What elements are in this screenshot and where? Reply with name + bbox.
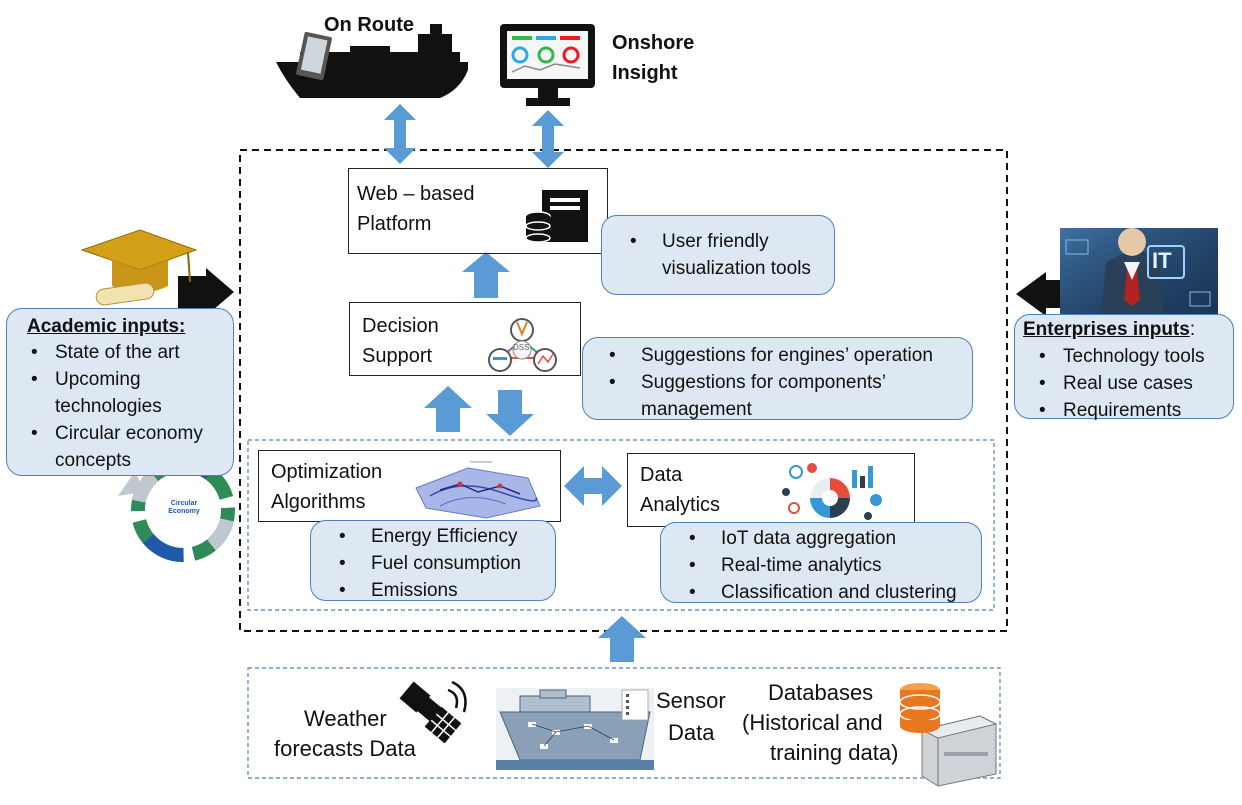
- academic-item-2: Upcoming technologies: [31, 366, 205, 420]
- db-line1: Databases: [768, 680, 874, 705]
- arrow-decision-to-web: [462, 252, 510, 298]
- optimization-box: Optimization Algorithms: [258, 450, 561, 522]
- circular-economy-label: Circular Economy: [168, 500, 200, 515]
- onshore-label-line2: Insight: [612, 62, 678, 84]
- optimization-line1: Optimization: [271, 461, 383, 483]
- arrow-down-from-decision: [486, 390, 534, 436]
- enterprise-item-2: Real use cases: [1039, 370, 1227, 397]
- analytics-bubble-item-3: Classification and clustering: [689, 579, 971, 606]
- analytics-infographic-icon: [782, 463, 882, 520]
- decision-bubble-item-1: Suggestions for engines’ operation: [609, 342, 962, 369]
- it-badge: IT: [1152, 248, 1172, 273]
- database-server-icon: [899, 683, 998, 787]
- db-line3: training data): [770, 740, 899, 765]
- it-businessman-image: [1060, 228, 1218, 324]
- dss-icon-text: DSS: [513, 343, 530, 352]
- decision-line2: Support: [362, 345, 433, 367]
- graduation-cap-icon: [80, 229, 198, 306]
- analytics-line2: Analytics: [640, 494, 721, 516]
- web-platform-box: Web – based Platform: [348, 168, 608, 254]
- enterprises-inputs-bubble: Enterprises inputs: Technology tools Rea…: [1014, 314, 1234, 424]
- analytics-bubble: IoT data aggregation Real-time analytics…: [660, 522, 982, 606]
- decision-bubble-item-2: Suggestions for components’ management: [609, 369, 941, 423]
- decision-bubble: Suggestions for engines’ operation Sugge…: [582, 337, 973, 420]
- web-bubble-item: User friendly visualization tools: [630, 228, 824, 282]
- arrow-academic-in: [178, 268, 234, 316]
- enterprise-item-1: Technology tools: [1039, 343, 1227, 370]
- academic-inputs-bubble: Academic inputs: State of the art Upcomi…: [6, 308, 234, 476]
- weather-line2: forecasts Data: [274, 736, 416, 761]
- optimization-bubble: Energy Efficiency Fuel consumption Emiss…: [310, 520, 556, 604]
- web-platform-bubble: User friendly visualization tools: [601, 215, 835, 295]
- sensor-ship-schematic: [496, 688, 654, 770]
- academic-item-1: State of the art: [31, 339, 225, 366]
- satellite-icon: [399, 680, 467, 744]
- arrow-ship-platform: [384, 104, 416, 164]
- analytics-bubble-item-2: Real-time analytics: [689, 552, 971, 579]
- analytics-box: Data Analytics: [627, 453, 915, 527]
- arrow-optimization-analytics: [564, 466, 622, 506]
- analytics-bubble-item-1: IoT data aggregation: [689, 525, 971, 552]
- analytics-group-frame: [247, 439, 995, 611]
- web-platform-line2: Platform: [357, 213, 432, 235]
- analytics-line1: Data: [640, 464, 683, 486]
- decision-line1: Decision: [362, 315, 439, 337]
- web-platform-line1: Web – based: [357, 183, 475, 205]
- optimization-bubble-item-1: Energy Efficiency: [339, 523, 545, 550]
- on-route-label: On Route: [324, 14, 414, 36]
- db-line2: (Historical and: [742, 710, 883, 735]
- optimization-surface-icon: [415, 461, 541, 519]
- enterprises-heading: Enterprises inputs: [1023, 319, 1190, 340]
- enterprises-heading-row: Enterprises inputs:: [1023, 317, 1227, 343]
- optimization-line2: Algorithms: [271, 491, 366, 513]
- enterprises-heading-colon: :: [1189, 319, 1196, 340]
- weather-line1: Weather: [304, 706, 387, 731]
- sensor-line2: Data: [668, 720, 715, 745]
- optimization-bubble-item-3: Emissions: [339, 577, 545, 604]
- server-icon: [525, 190, 588, 243]
- sensor-line1: Sensor: [656, 688, 726, 713]
- academic-heading: Academic inputs:: [27, 316, 186, 337]
- onshore-label-line1: Onshore: [612, 32, 695, 54]
- arrow-sources-to-platform: [598, 616, 646, 662]
- enterprise-item-3: Requirements: [1039, 397, 1227, 424]
- academic-item-3: Circular economy concepts: [31, 420, 230, 474]
- decision-support-box: Decision Support: [349, 302, 581, 376]
- arrow-up-to-decision: [424, 386, 472, 432]
- ship-icon: [276, 24, 468, 98]
- optimization-bubble-item-2: Fuel consumption: [339, 550, 545, 577]
- monitor-icon: [500, 24, 595, 106]
- dss-icon: [488, 318, 557, 372]
- data-sources-frame: [247, 667, 1001, 779]
- arrow-monitor-platform: [532, 110, 564, 168]
